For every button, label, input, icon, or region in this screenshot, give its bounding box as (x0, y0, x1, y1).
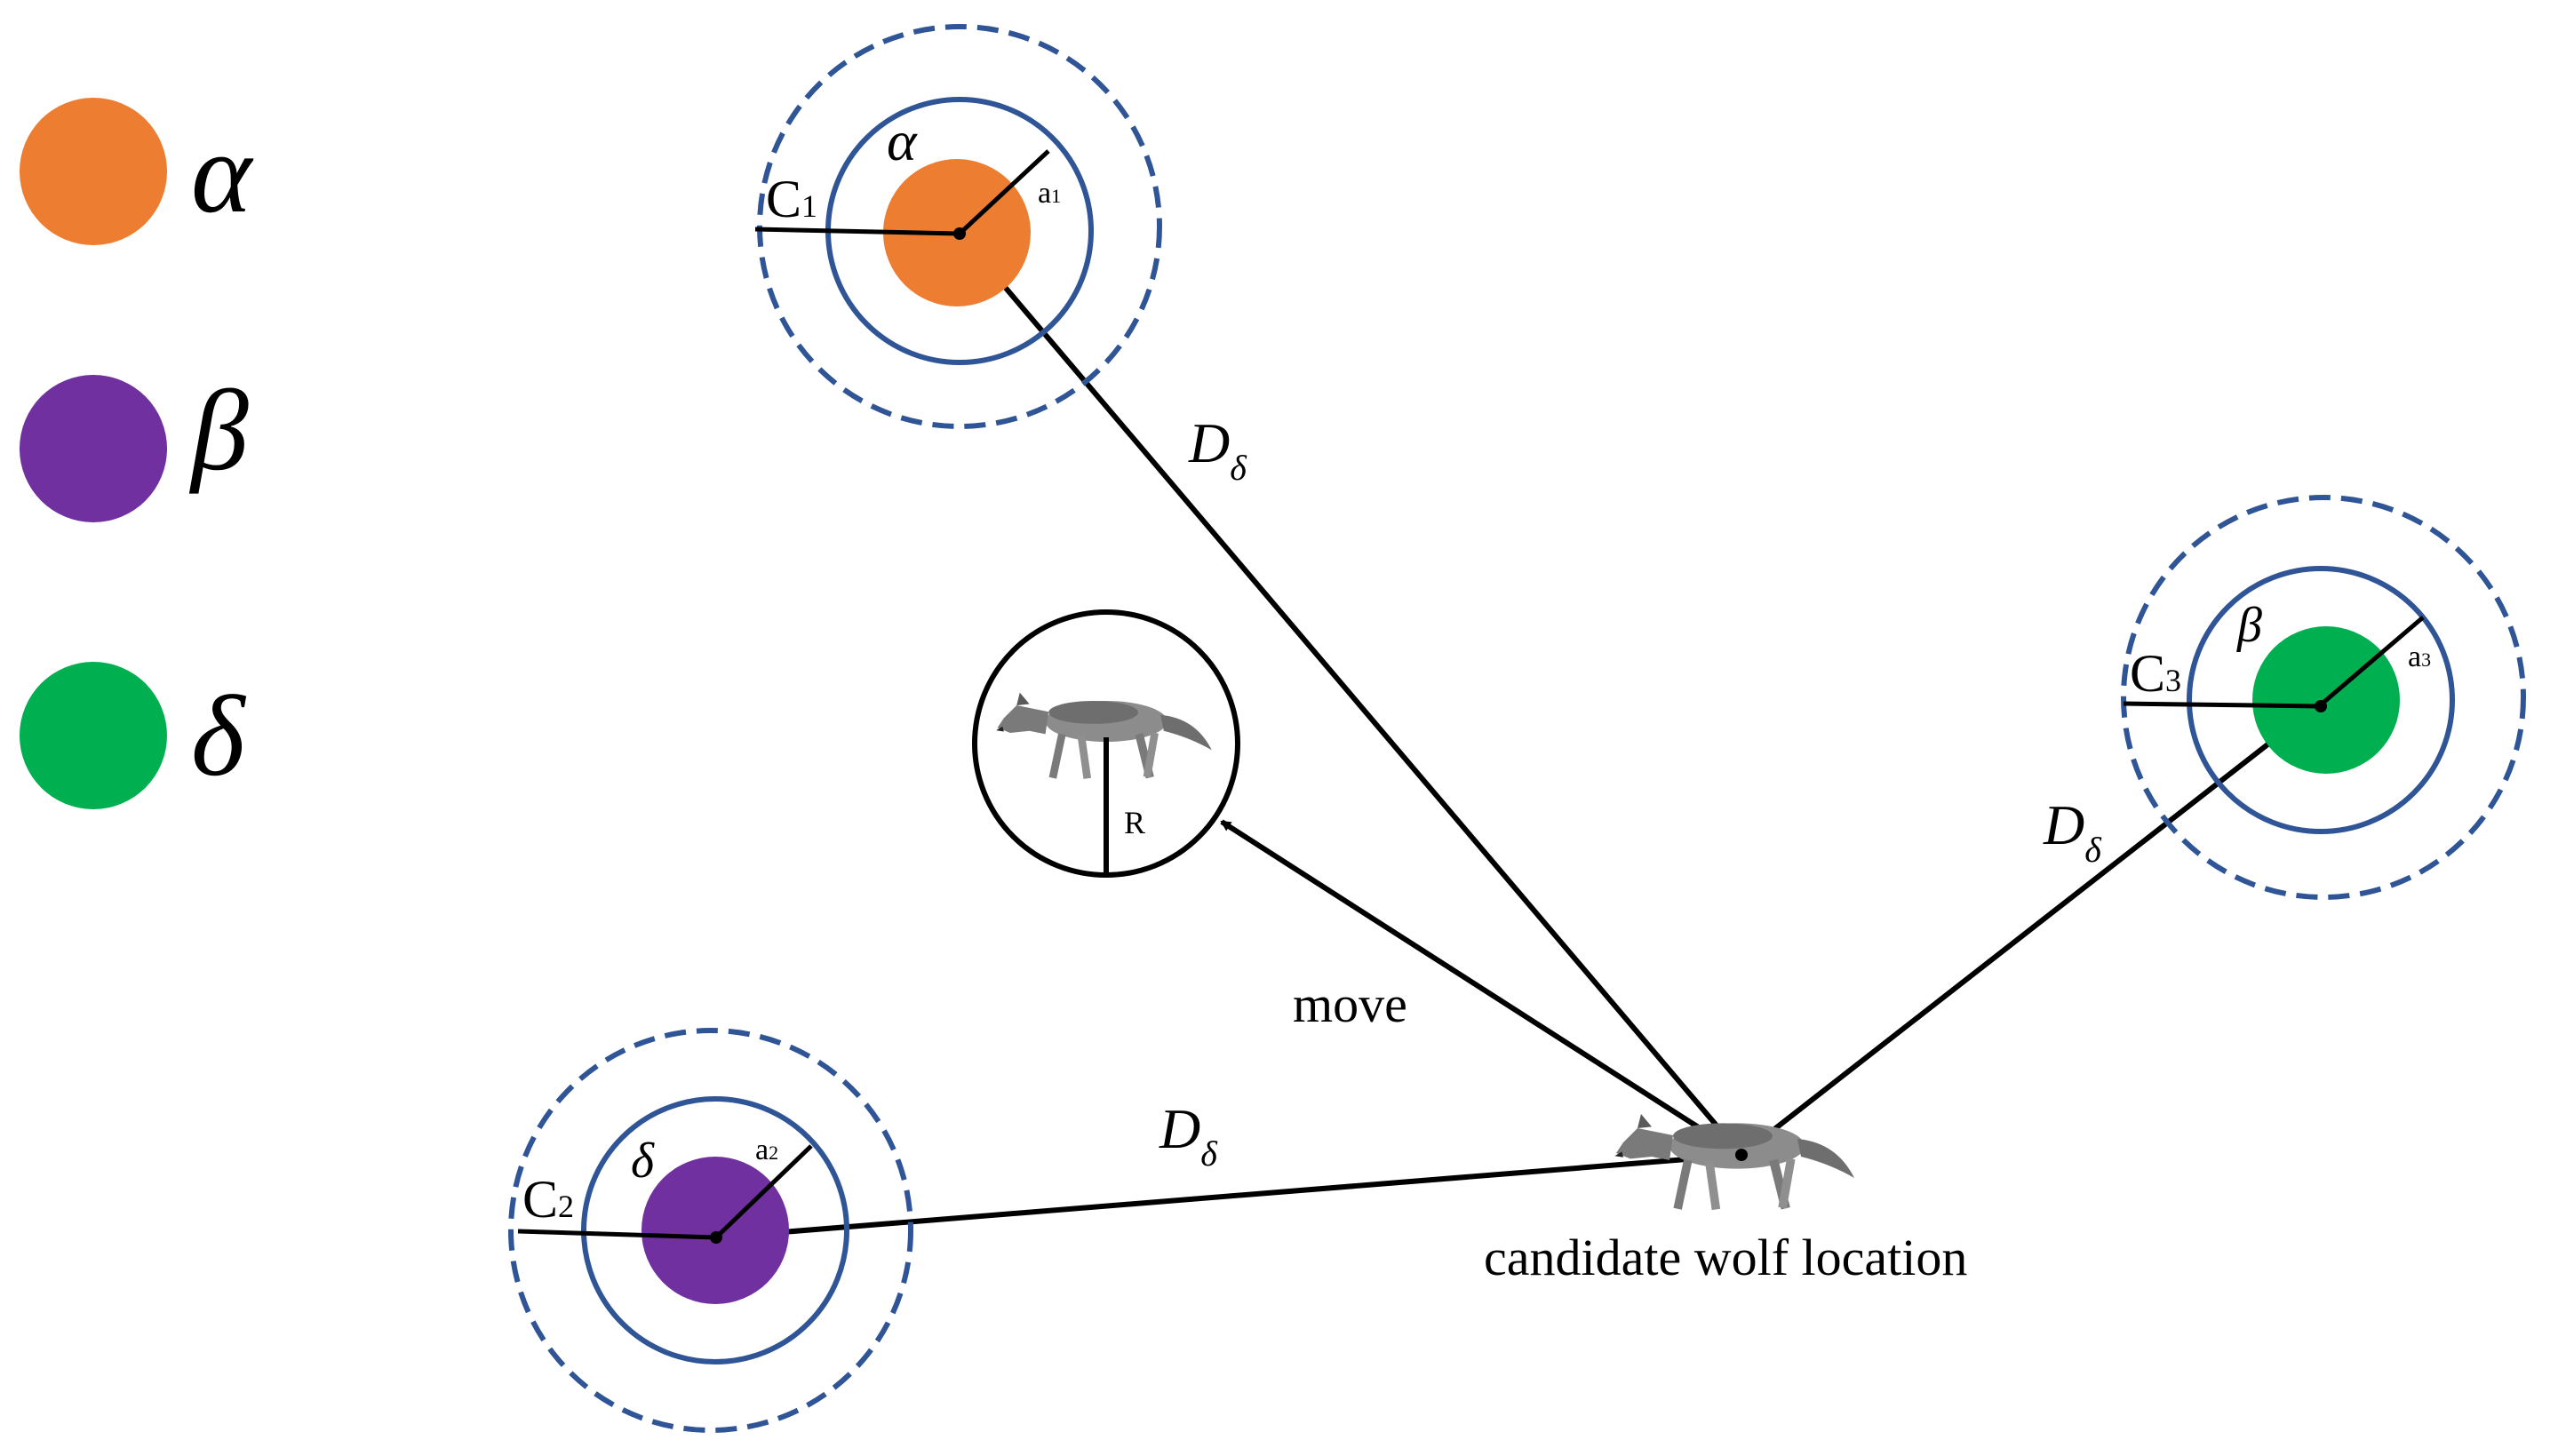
candidate-wolf-label: candidate wolf location (1484, 1229, 1967, 1286)
beta-leader-group: δ C2 a2 (508, 1028, 913, 1433)
distance-label-lower: Dδ (1159, 1097, 1218, 1174)
delta-solid-ring (2187, 566, 2455, 834)
beta-legend-dot (20, 375, 167, 522)
beta-c-radius (517, 1229, 717, 1240)
alpha-a-radius (958, 149, 1050, 235)
delta-a-radius (2317, 616, 2425, 708)
legend-item-alpha: α (20, 98, 254, 245)
delta-a-label: a3 (2408, 640, 2431, 673)
beta-dashed-ring (508, 1028, 913, 1433)
alpha-leader-group: α C1 a1 (754, 24, 1162, 429)
legend-item-beta: β (20, 367, 249, 522)
delta-legend-dot (20, 662, 167, 809)
line-delta-to-candidate (1740, 702, 2321, 1158)
delta-dashed-ring (2121, 495, 2526, 900)
move-label: move (1293, 975, 1407, 1033)
delta-c-label: C3 (2130, 644, 2181, 703)
beta-solid-ring (581, 1096, 849, 1365)
beta-a-radius (714, 1144, 813, 1239)
delta-center-point (2315, 700, 2327, 712)
beta-c-label: C2 (522, 1170, 574, 1229)
candidate-center-point (1735, 1149, 1748, 1161)
distance-label-right: Dδ (2043, 793, 2102, 870)
alpha-a-label: a1 (1038, 177, 1061, 210)
beta-center-point (710, 1231, 722, 1244)
alpha-c-radius (754, 227, 960, 236)
alpha-center-point (953, 227, 966, 240)
distance-label-upper: Dδ (1188, 411, 1247, 488)
delta-leader-group: β C3 a3 (2121, 495, 2526, 900)
line-alpha-to-candidate (957, 232, 1744, 1157)
move-arrow (1220, 819, 1743, 1158)
alpha-legend-dot (20, 98, 167, 245)
legend: α β δ (20, 98, 254, 809)
beta-ring-label: δ (631, 1134, 655, 1189)
alpha-c-label: C1 (766, 170, 817, 228)
beta-leader-dot (641, 1157, 789, 1304)
alpha-legend-symbol: α (191, 109, 254, 237)
delta-legend-symbol: δ (191, 672, 247, 800)
radius-label: R (1124, 805, 1145, 840)
beta-a-label: a2 (755, 1134, 778, 1166)
beta-legend-symbol: β (188, 367, 249, 495)
line-beta-to-candidate (715, 1152, 1742, 1240)
legend-item-delta: δ (20, 662, 247, 809)
delta-c-radius (2123, 701, 2320, 709)
delta-ring-label: β (2236, 598, 2262, 653)
alpha-dashed-ring (757, 24, 1162, 429)
alpha-ring-label: α (887, 109, 918, 172)
distance-lines (715, 232, 2321, 1240)
new-position-group: R (972, 609, 1240, 878)
